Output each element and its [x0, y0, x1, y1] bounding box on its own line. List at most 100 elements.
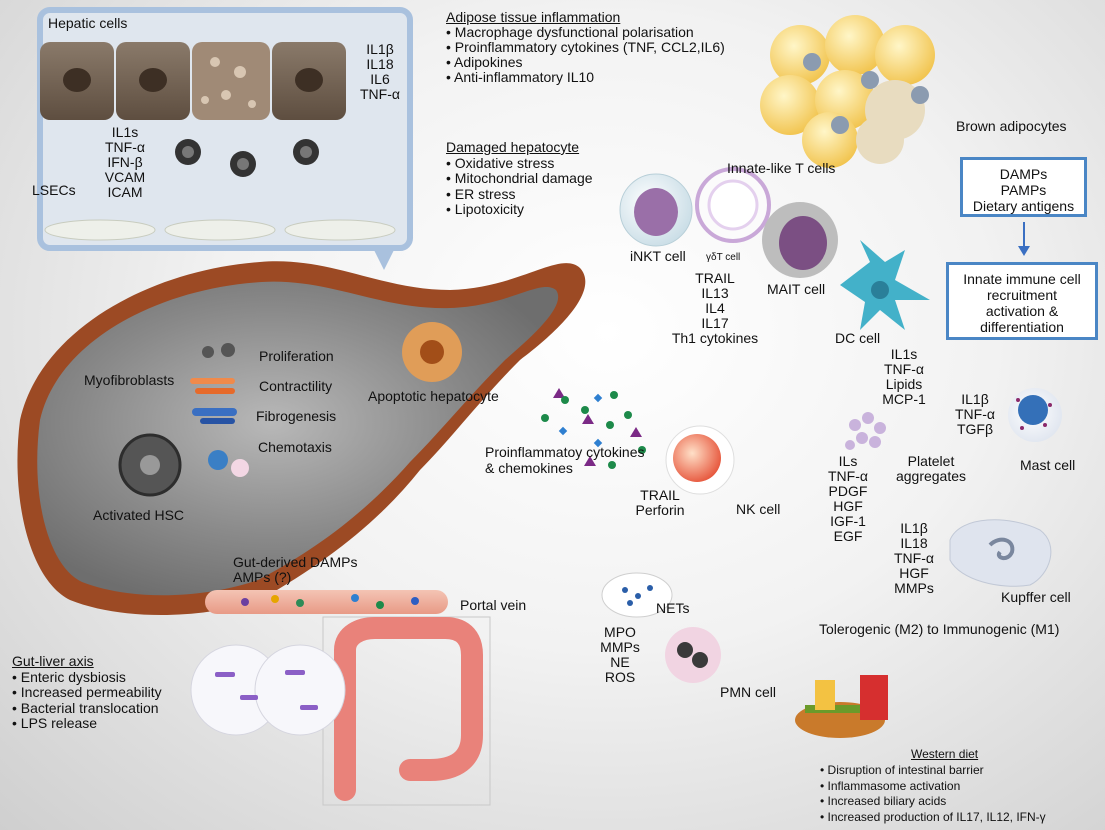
- gut-liver-section: Gut-liver axis Enteric dysbiosis Increas…: [12, 653, 162, 732]
- western-diet-heading: Western diet: [911, 747, 978, 761]
- innate-immune-box: Innate immune cell recruitment activatio…: [946, 262, 1098, 340]
- platelet-factor: HGF: [833, 498, 863, 514]
- t-cytokine: Th1 cytokines: [671, 330, 759, 346]
- nk-label: NK cell: [736, 501, 781, 517]
- nk-factor: Perforin: [635, 502, 685, 518]
- dc-factor: MCP-1: [882, 391, 926, 407]
- lsec-factor: TNF-α: [105, 139, 145, 155]
- mast-factor: IL1β: [961, 391, 989, 407]
- nk-factor: TRAIL: [640, 487, 680, 503]
- hepatocyte-item: Mitochondrial damage: [446, 170, 593, 187]
- dc-factor: IL1s: [890, 346, 918, 362]
- chemotaxis-label: Chemotaxis: [258, 439, 332, 455]
- chemokines-line: Proinflammatoy cytokines: [485, 444, 645, 460]
- western-item: Disruption of intestinal barrier: [820, 763, 1046, 779]
- western-item: Increased production of IL17, IL12, IFN-…: [820, 810, 1046, 826]
- t-cytokines: TRAIL IL13 IL4 IL17 Th1 cytokines: [660, 271, 770, 346]
- inset-immune-cells: [175, 139, 319, 177]
- adipose-item: Macrophage dysfunctional polarisation: [446, 25, 725, 40]
- gut-damps-line: Gut-derived DAMPs: [233, 554, 358, 570]
- kupffer-factor: MMPs: [894, 580, 934, 596]
- platelet-factor: IGF-1: [830, 513, 866, 529]
- dc-cell: [840, 240, 930, 330]
- dc-factor: TNF-α: [884, 361, 924, 377]
- dc-label: DC cell: [835, 330, 881, 346]
- dc-factors: IL1s TNF-α Lipids MCP-1: [870, 347, 938, 407]
- lsec-factor: ICAM: [107, 184, 143, 200]
- pmn-nets: [601, 572, 721, 683]
- hepatocyte-item: Oxidative stress: [446, 155, 593, 172]
- gut-liver-heading: Gut-liver axis: [12, 653, 94, 669]
- innate-t-label: Innate-like T cells: [727, 160, 836, 176]
- brown-adipocytes-label: Brown adipocytes: [956, 118, 1067, 134]
- dc-factor: Lipids: [885, 376, 923, 392]
- damps-line: PAMPs: [1000, 182, 1047, 198]
- contractility-label: Contractility: [259, 378, 333, 394]
- platelet-factors: ILs TNF-α PDGF HGF IGF-1 EGF: [818, 454, 878, 544]
- kupffer-factors: IL1β IL18 TNF-α HGF MMPs: [884, 521, 944, 596]
- platelet-factor: ILs: [838, 453, 858, 469]
- fibrogenesis-label: Fibrogenesis: [256, 408, 337, 424]
- mast-cell: [1008, 388, 1062, 442]
- western-diet-food: [795, 675, 888, 738]
- gut-microbiota: [190, 644, 346, 736]
- platelet-factor: TNF-α: [828, 468, 868, 484]
- mast-label: Mast cell: [1020, 457, 1076, 473]
- platelet-label: Platelet aggregates: [886, 454, 976, 484]
- western-heading: Western diet: [911, 747, 979, 761]
- hepatic-inset-panel: [37, 7, 413, 270]
- nk-factors: TRAIL Perforin: [620, 488, 700, 518]
- gut-liver-item: Increased permeability: [12, 684, 162, 701]
- western-item: Increased biliary acids: [820, 794, 1046, 810]
- nets-label: NETs: [656, 600, 690, 616]
- innate-line: recruitment: [986, 287, 1058, 303]
- hepatocyte-item: Lipotoxicity: [446, 201, 593, 218]
- lsec-label: LSECs: [32, 182, 76, 198]
- gut-liver-item: Bacterial translocation: [12, 700, 162, 717]
- mast-factor: TNF-α: [955, 406, 995, 422]
- liver-cell-illustrations: [118, 322, 462, 497]
- adipose-item: Adipokines: [446, 55, 725, 70]
- pmn-factors: MPO MMPs NE ROS: [590, 625, 650, 685]
- damps-line: Dietary antigens: [972, 198, 1075, 214]
- hepatic-cytokine: IL18: [366, 56, 394, 72]
- t-cytokine: TRAIL: [695, 270, 735, 286]
- damps-box: DAMPs PAMPs Dietary antigens: [960, 157, 1087, 217]
- platelet-aggregates: [845, 412, 886, 450]
- hepatocyte-item: ER stress: [446, 186, 593, 203]
- adipose-heading: Adipose tissue inflammation: [446, 9, 621, 25]
- nk-cell: [665, 425, 735, 495]
- pmn-label: PMN cell: [720, 684, 777, 700]
- lsec-factors: IL1s TNF-α IFN-β VCAM ICAM: [95, 125, 155, 200]
- innate-line: Innate immune cell: [963, 271, 1081, 287]
- apoptotic-hepatocyte-label: Apoptotic hepatocyte: [368, 388, 499, 404]
- platelet-factor: PDGF: [828, 483, 868, 499]
- hepatocyte-row: [40, 42, 346, 120]
- platelet-label-line: aggregates: [895, 468, 967, 484]
- adipose-section: Adipose tissue inflammation Macrophage d…: [446, 10, 725, 85]
- platelet-factor: EGF: [833, 528, 863, 544]
- innate-line: activation &: [985, 303, 1059, 319]
- intestine: [322, 616, 491, 806]
- activated-hsc-label: Activated HSC: [93, 507, 185, 523]
- mait-label: MAIT cell: [767, 281, 826, 297]
- gut-liver-item: LPS release: [12, 715, 162, 732]
- kupffer-factor: HGF: [899, 565, 929, 581]
- hepatic-cytokine: TNF-α: [360, 86, 400, 102]
- mast-factor: TGFβ: [956, 421, 994, 437]
- pmn-factor: NE: [610, 654, 630, 670]
- kupffer-factor: IL18: [900, 535, 928, 551]
- gut-damps-line: AMPs (?): [233, 569, 292, 585]
- lsec-factor: IFN-β: [107, 154, 143, 170]
- kupffer-polarization: Tolerogenic (M2) to Immunogenic (M1): [819, 621, 1060, 637]
- lsec-factor: VCAM: [104, 169, 146, 185]
- chemokines-line: & chemokines: [485, 460, 573, 476]
- inkt-label: iNKT cell: [630, 248, 686, 264]
- pmn-factor: MMPs: [600, 639, 640, 655]
- western-diet-section: Disruption of intestinal barrier Inflamm…: [820, 763, 1046, 825]
- kupffer-cell: [949, 519, 1052, 587]
- kupffer-factor: TNF-α: [894, 550, 934, 566]
- chemokines-label: Proinflammatoy cytokines & chemokines: [485, 444, 645, 476]
- myofibroblasts-label: Myofibroblasts: [84, 372, 175, 388]
